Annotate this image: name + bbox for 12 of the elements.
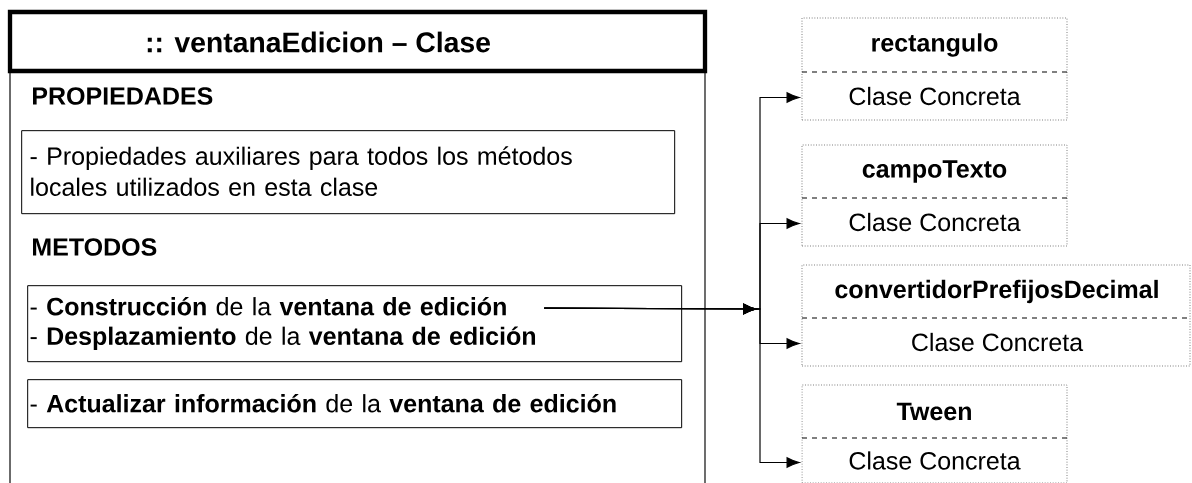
- class-box: [7, 9, 708, 483]
- section-heading: PROPIEDADES: [33, 87, 213, 105]
- class-box: convertidorPrefijosDecimal Clase Concreta: [801, 264, 1191, 367]
- class-box: rectangulo Clase Concreta: [801, 17, 1068, 121]
- member-box: - Actualizar información de la ventana de edición: [27, 379, 683, 429]
- class-box: campoTexto Clase Concreta: [801, 144, 1068, 247]
- class-title: :: ventanaEdicion – Clase: [147, 31, 490, 53]
- member-box: - Propiedades auxiliares para todos los métodos locales utilizados en esta clase: [21, 130, 676, 215]
- section-heading: METODOS: [33, 238, 157, 256]
- arrow: [543, 303, 800, 468]
- member-box: - Construcción de la ventana de edición - Desplazamiento de la ventana de edición: [27, 285, 683, 363]
- class-box: Tween Clase Concreta: [801, 384, 1068, 483]
